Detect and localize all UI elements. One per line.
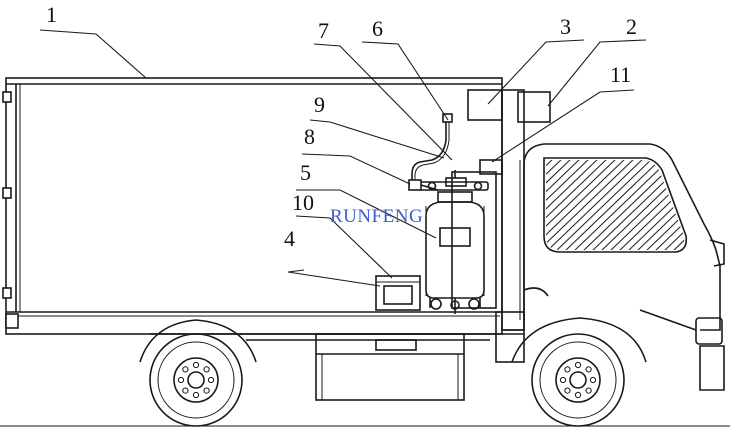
hatch-line [429, 156, 529, 252]
hatch-line [546, 160, 557, 250]
hatch-line [635, 160, 685, 250]
label-7: 7 [318, 18, 329, 43]
chassis [150, 333, 524, 401]
lug-nut [177, 376, 185, 384]
hatch-line [572, 160, 674, 250]
hatch-line [662, 160, 685, 250]
label-11: 11 [610, 62, 631, 87]
hatch-line [563, 160, 665, 250]
hatch-line [590, 160, 685, 250]
hatch-line [546, 160, 566, 250]
hatch-line [546, 160, 629, 250]
lug-nut [207, 376, 215, 384]
lug-nut [564, 366, 571, 373]
hatch-line [438, 156, 538, 252]
label-2: 2 [626, 14, 637, 39]
hatch-line [546, 160, 638, 250]
lug-nut [564, 387, 571, 394]
lug-nut [589, 376, 597, 384]
hatch-line [546, 160, 647, 250]
label-1: 1 [46, 2, 57, 27]
lug-nut [585, 366, 592, 373]
front-compartment [451, 89, 551, 363]
hatch-line [599, 160, 685, 250]
control-box [375, 275, 421, 311]
lug-nut [203, 366, 210, 373]
front-wheel [531, 333, 625, 427]
lug-nut [182, 387, 189, 394]
hatch-line [680, 160, 685, 250]
hatch-line [581, 160, 683, 250]
hatch-line [690, 156, 730, 252]
truck-cab [511, 143, 725, 391]
hatch-line [554, 160, 656, 250]
lug-nut [585, 387, 592, 394]
label-4: 4 [284, 226, 295, 251]
liquid-nitrogen-tank [419, 170, 489, 314]
hatch-line [644, 160, 685, 250]
lug-nut [574, 361, 582, 369]
lug-nut [203, 387, 210, 394]
lug-nut [559, 376, 567, 384]
rear-wheel [139, 319, 257, 427]
watermark: RUNFENG [330, 206, 423, 227]
label-6: 6 [372, 16, 383, 41]
leader-lines [39, 29, 647, 287]
window-hatching [429, 156, 730, 252]
label-9: 9 [314, 92, 325, 117]
hatch-line [546, 160, 548, 250]
label-10: 10 [292, 190, 314, 215]
hatch-line [546, 160, 611, 250]
label-3: 3 [560, 14, 571, 39]
lug-nut [182, 366, 189, 373]
hatch-line [546, 160, 620, 250]
callout-labels: 1 2 3 4 5 6 7 8 9 10 11 [46, 2, 637, 251]
lug-nut [574, 391, 582, 399]
hatch-line [617, 160, 685, 250]
hatch-line [546, 160, 602, 250]
hatch-line [546, 160, 584, 250]
nitrogen-piping [408, 113, 453, 191]
hatch-line [653, 160, 685, 250]
hatch-line [608, 160, 685, 250]
label-5: 5 [300, 160, 311, 185]
label-8: 8 [304, 124, 315, 149]
hatch-line [699, 156, 730, 252]
hatch-line [546, 160, 593, 250]
hatch-line [546, 160, 575, 250]
lug-nut [192, 391, 200, 399]
lug-nut [192, 361, 200, 369]
hatch-line [671, 160, 685, 250]
